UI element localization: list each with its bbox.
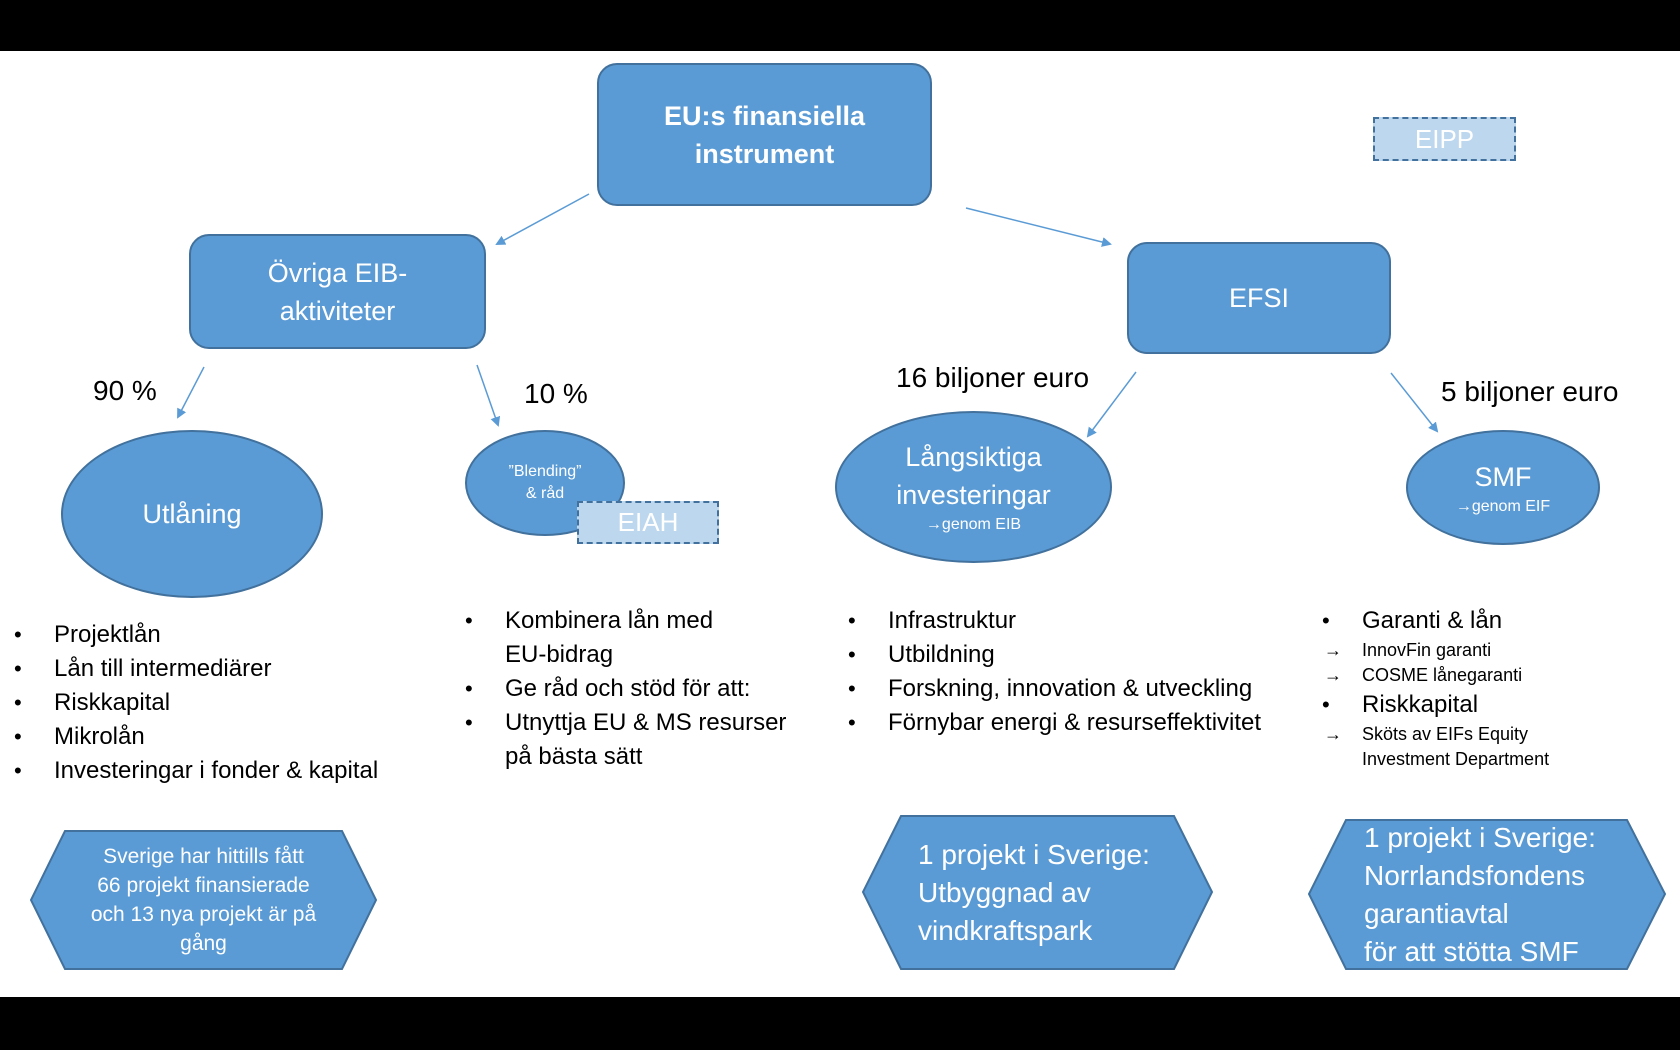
hexagon-norrland-text: 1 projekt i Sverige: Norrlandsfondens ga… (1364, 819, 1596, 971)
smf-title: SMF (1474, 461, 1532, 492)
list-item: Infrastruktur (848, 604, 1308, 638)
efsi-node: EFSI (1127, 242, 1391, 354)
label-10-percent: 10 % (524, 378, 588, 409)
sub-list-item: → COSME lånegaranti (1322, 663, 1662, 688)
sub-list-item: → InnovFin garanti (1322, 638, 1662, 663)
hex-line: gång (180, 932, 227, 955)
eib-title-line1: Övriga EIB- (267, 257, 408, 288)
efsi-title: EFSI (1228, 283, 1289, 313)
hex-line: 66 projekt finansierade (97, 874, 310, 897)
hexagon-shape (30, 830, 377, 970)
root-title-line1: EU:s finansiella (663, 100, 866, 131)
list-item: Mikrolån (14, 720, 434, 754)
blending-title-line2: & råd (525, 485, 565, 502)
hex-line: 1 projekt i Sverige: (1364, 821, 1596, 853)
root-node: EU:s finansiella instrument (597, 63, 932, 206)
arrow-right-icon: → (1324, 640, 1342, 660)
langsiktiga-title-line1: Långsiktiga (905, 442, 1042, 472)
eib-node: Övriga EIB- aktiviteter (189, 234, 486, 349)
list-item: Riskkapital (14, 686, 434, 720)
langsiktiga-list: Infrastruktur Utbildning Forskning, inno… (848, 604, 1308, 740)
langsiktiga-node: Långsiktiga investeringar →genom EIB (835, 411, 1112, 563)
eib-title-line2: aktiviteter (279, 295, 396, 326)
hexagon-norrland: 1 projekt i Sverige: Norrlandsfondens ga… (1308, 819, 1666, 970)
hexagon-vindkraft: 1 projekt i Sverige: Utbyggnad av vindkr… (862, 815, 1213, 970)
sub-list-item-text: InnovFin garanti (1362, 640, 1492, 660)
smf-list: Garanti & lån → InnovFin garanti → COSME l… (1322, 604, 1662, 772)
sub-list-item-text: Sköts av EIFs Equity (1362, 724, 1529, 744)
langsiktiga-subtitle: →genom EIB (926, 514, 1021, 536)
smf-list-block-2: Riskkapital (1322, 688, 1662, 722)
arrow-eib-to-blending (476, 364, 501, 427)
list-item: Utbildning (848, 638, 1308, 672)
list-item: Garanti & lån (1322, 604, 1662, 638)
sub-list-item-text: COSME lånegaranti (1362, 665, 1523, 685)
sub-list-item-text-2: Investment Department (1362, 749, 1550, 769)
arrow-root-to-efsi (965, 207, 1112, 247)
arrow-right-icon: → (1455, 497, 1472, 515)
smf-node: SMF →genom EIF (1406, 430, 1600, 545)
smf-subtitle-text: genom EIF (1471, 497, 1551, 515)
arrow-eib-to-utlaning (177, 366, 205, 419)
list-item: Projektlån (14, 618, 434, 652)
eiah-box: EIAH (577, 501, 719, 544)
hex-line: Norrlandsfondens (1364, 859, 1586, 891)
hex-line: 1 projekt i Sverige: (918, 838, 1150, 870)
hex-line: Sverige har hittills fått (103, 845, 304, 868)
smf-list-block-1: Garanti & lån (1322, 604, 1662, 638)
smf-subtitle: →genom EIF (1456, 496, 1550, 518)
list-item-line2: EU-bidrag (505, 641, 614, 668)
eipp-label: EIPP (1414, 123, 1475, 154)
connector-layer (177, 193, 1439, 438)
list-item: Utnyttja EU & MS resurser på bästa sätt (465, 706, 835, 774)
blending-title-line1: ”Blending” (508, 463, 582, 480)
arrow-right-icon: → (1324, 724, 1342, 744)
arrow-root-to-eib (495, 193, 590, 245)
hex-line: och 13 nya projekt är på (90, 903, 317, 926)
utlaning-node: Utlåning (61, 430, 323, 598)
arrow-efsi-to-smf (1390, 372, 1439, 433)
list-item: Riskkapital (1322, 688, 1662, 722)
hex-line: vindkraftspark (918, 914, 1093, 946)
list-item: Lån till intermediärer (14, 652, 434, 686)
list-item-line2: på bästa sätt (505, 743, 643, 770)
hexagon-shape (862, 815, 1213, 970)
utlaning-list: Projektlån Lån till intermediärer Riskka… (14, 618, 434, 788)
label-90-percent: 90 % (93, 375, 157, 406)
list-item-line1: Kombinera lån med (505, 607, 714, 634)
diagram-canvas: EU:s finansiella instrument EIPP Övriga … (0, 51, 1680, 997)
arrow-right-icon: → (1324, 665, 1342, 685)
langsiktiga-subtitle-text: genom EIB (941, 516, 1022, 533)
list-item: Investeringar i fonder & kapital (14, 754, 434, 788)
label-16-billion: 16 biljoner euro (896, 362, 1090, 393)
list-item: Förnybar energi & resurseffektivitet (848, 706, 1308, 740)
eipp-box: EIPP (1373, 117, 1516, 161)
eiah-label: EIAH (617, 507, 679, 537)
hex-line: garantiavtal (1364, 897, 1509, 929)
langsiktiga-title-line2: investeringar (896, 480, 1051, 510)
label-5-billion: 5 biljoner euro (1441, 376, 1619, 407)
list-item-line1: Utnyttja EU & MS resurser (505, 709, 787, 736)
hexagon-sverige-text: Sverige har hittills fått 66 projekt fin… (91, 842, 316, 958)
list-item: Forskning, innovation & utveckling (848, 672, 1308, 706)
arrow-efsi-to-langsiktiga (1086, 371, 1137, 438)
hex-line: för att stötta SMF (1364, 935, 1579, 967)
utlaning-title: Utlåning (142, 499, 242, 529)
hexagon-vindkraft-text: 1 projekt i Sverige: Utbyggnad av vindkr… (918, 836, 1150, 950)
hex-line: Utbyggnad av (918, 876, 1091, 908)
list-item: Ge råd och stöd för att: (465, 672, 835, 706)
arrow-right-icon: → (925, 516, 942, 533)
hexagon-sverige: Sverige har hittills fått 66 projekt fin… (30, 830, 377, 970)
hexagon-shape (1308, 819, 1666, 970)
root-title-line2: instrument (694, 138, 835, 169)
